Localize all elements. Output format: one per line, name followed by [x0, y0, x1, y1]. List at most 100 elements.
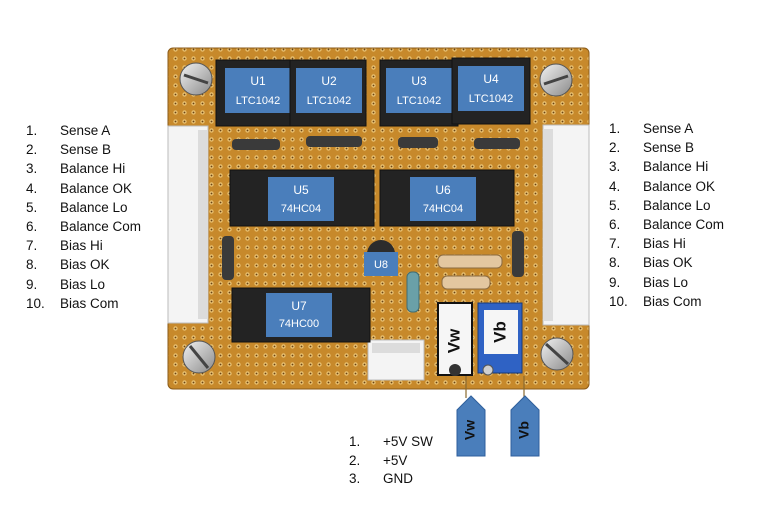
screw-icon [540, 337, 574, 371]
screw-icon [179, 62, 213, 96]
chip-part: 74HC00 [279, 318, 319, 330]
ic-u4: U4 LTC1042 [451, 57, 531, 125]
power-connector-pinout: 1. +5V SW 2.+5V 3. GND [349, 433, 489, 489]
pin-item: 6.Balance Com [609, 215, 765, 234]
pin-item: 3. Balance Hi [26, 159, 186, 178]
pin-number: 5. [609, 197, 621, 213]
screw-icon [182, 340, 216, 374]
pin-number: 1. [26, 123, 38, 138]
pin-item: 3. GND [349, 470, 489, 489]
pin-label: GND [383, 471, 413, 486]
ic-u6: U6 74HC04 [379, 169, 515, 227]
pin-label: Bias OK [60, 257, 110, 273]
ic-u2: U2 LTC1042 [289, 59, 367, 127]
pin-number: 5. [26, 199, 38, 215]
arrow-label: Vb [516, 421, 532, 439]
resistor [398, 137, 438, 148]
pin-label: Bias OK [643, 255, 693, 271]
pin-number: 4. [609, 178, 621, 194]
resistor [306, 136, 362, 147]
pin-number: 8. [609, 255, 621, 271]
pin-label: Sense B [643, 140, 695, 156]
resistor [512, 231, 524, 277]
callout-arrow-vb: Vb [510, 395, 540, 457]
resistor [232, 139, 280, 150]
chip-ref: U2 [321, 74, 337, 88]
trimmer-label: Vb [490, 321, 509, 343]
pin-item: 8. Bias OK [609, 253, 765, 272]
trimmer-vw: Vw [437, 302, 473, 376]
pin-number: 6. [26, 218, 38, 234]
pin-number: 4. [26, 180, 38, 196]
pin-item: 9. Bias Lo [609, 273, 765, 292]
chip-ref: U6 [435, 183, 451, 197]
chip-ref: U5 [293, 183, 309, 197]
trimmer-vb: Vb [477, 302, 523, 376]
pin-item: 10.Bias Com [609, 292, 765, 311]
pin-item: 7.Bias Hi [26, 236, 186, 255]
pin-item: 6. Balance Com [26, 217, 186, 236]
pin-label: Sense A [643, 121, 694, 136]
pin-item: 5.Balance Lo [609, 196, 765, 215]
pin-label: Balance Lo [60, 199, 128, 215]
chip-part: 74HC04 [423, 203, 463, 215]
pin-item: 4. Balance OK [609, 177, 765, 196]
pin-number: 3. [609, 159, 621, 175]
pin-number: 3. [349, 471, 361, 486]
callout-arrow-vw: Vw [456, 395, 486, 457]
pin-label: Bias Hi [643, 236, 686, 252]
pin-item: 10. Bias Com [26, 294, 186, 313]
pin-number: 10. [26, 295, 45, 311]
left-connector-pinout: 1. Sense A 2. Sense B 3. Balance Hi 4. Balan… [26, 121, 186, 313]
pin-number: 7. [26, 238, 38, 254]
pin-label: Balance OK [643, 178, 716, 194]
arrow-label: Vw [462, 420, 478, 440]
pin-label: Bias Com [60, 295, 119, 311]
screw-icon [539, 63, 573, 97]
resistor [441, 275, 491, 290]
chip-ref: U8 [374, 259, 388, 271]
pin-label: Sense B [60, 142, 112, 158]
pin-item: 5. Balance Lo [26, 198, 186, 217]
ic-u5: U5 74HC04 [229, 169, 375, 227]
pin-label: +5V SW [383, 434, 433, 449]
pin-item: 3. Balance Hi [609, 157, 765, 176]
pin-number: 7. [609, 236, 621, 252]
pin-item: 1.Sense A [609, 119, 765, 138]
chip-ref: U3 [411, 74, 427, 88]
pin-number: 3. [26, 161, 38, 177]
pin-label: Sense A [60, 123, 111, 138]
resistor [474, 138, 520, 149]
pin-label: Balance Com [60, 218, 142, 234]
pin-label: Balance Hi [60, 161, 126, 177]
pin-label: Bias Lo [643, 274, 689, 290]
ic-u7: U7 74HC00 [231, 287, 371, 343]
chip-ref: U4 [483, 72, 499, 86]
chip-ref: U7 [291, 299, 307, 313]
right-connector-pinout: 1.Sense A 2. Sense B 3. Balance Hi 4. Balan… [609, 119, 765, 311]
chip-ref: U1 [250, 74, 266, 88]
chip-part: LTC1042 [236, 95, 280, 107]
pin-number: 2. [609, 140, 621, 156]
chip-part: 74HC04 [281, 203, 321, 215]
resistor [406, 271, 420, 313]
resistor [222, 236, 234, 280]
pin-item: 1. Sense A [26, 121, 186, 140]
ic-u1: U1 LTC1042 [215, 59, 295, 127]
ic-u3: U3 LTC1042 [379, 59, 459, 127]
pin-label: Balance Hi [643, 159, 709, 175]
pin-number: 2. [26, 142, 38, 158]
pin-number: 1. [349, 434, 361, 449]
pin-number: 9. [26, 276, 38, 292]
chip-part: LTC1042 [469, 93, 513, 105]
pin-number: 9. [609, 274, 621, 290]
pin-item: 9.Bias Lo [26, 275, 186, 294]
pin-item: 2.+5V [349, 452, 489, 471]
chip-part: LTC1042 [307, 95, 351, 107]
pin-label: +5V [383, 452, 408, 468]
pin-item: 8.Bias OK [26, 255, 186, 274]
ic-u8: U8 [364, 240, 398, 276]
pin-item: 2. Sense B [26, 140, 186, 159]
power-connector-header [367, 339, 425, 381]
